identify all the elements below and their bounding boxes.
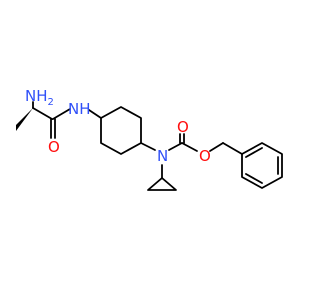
- cyclopropane-ring: [147, 177, 177, 191]
- bond-ring-n: [140, 142, 156, 151]
- bond-ester-o-ch2: [209, 142, 224, 152]
- bond-lines: [16, 101, 283, 191]
- amine-nh2-label: NH2: [25, 87, 54, 108]
- bond-n-carbonyl: [168, 142, 183, 151]
- carbamate-nitrogen-label: N: [157, 147, 168, 165]
- stereo-wedge-bond: [16, 108, 33, 131]
- amine-h-count: 2: [48, 97, 54, 108]
- carbonyl-oxygen-label: O: [177, 118, 189, 136]
- benzene-ring: [241, 142, 283, 189]
- bond-carbonyl-ester-o: [181, 142, 198, 152]
- bond-nh-ring: [88, 109, 102, 119]
- amide-nh-label: NH: [68, 100, 91, 118]
- bond-c-nh: [52, 108, 71, 120]
- chemical-structure-diagram: NH2 NH O N O O: [16, 87, 283, 191]
- amide-oxygen-label: O: [48, 138, 60, 156]
- benzene-double-bond-3: [245, 173, 263, 184]
- bond-ch2-phenyl: [222, 142, 243, 155]
- cyclohexane-ring: [100, 106, 142, 155]
- ester-oxygen-label: O: [199, 147, 211, 165]
- amine-nh-text: NH: [25, 87, 48, 105]
- atom-labels: NH2 NH O N O O: [25, 87, 211, 165]
- bond-ca-c: [32, 107, 53, 120]
- benzene-double-bond-1: [245, 147, 263, 158]
